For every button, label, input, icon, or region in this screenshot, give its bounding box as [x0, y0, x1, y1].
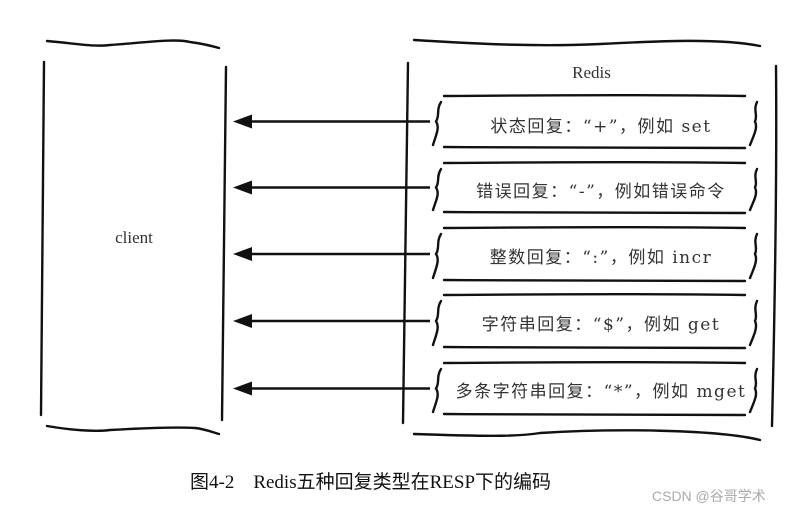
arrow-head-icon: [233, 114, 252, 129]
reply-box-multi-bulk: [431, 361, 759, 417]
left-brace-icon: [431, 232, 443, 280]
client-box: [39, 39, 228, 436]
arrow-head-icon: [233, 381, 252, 396]
arrow-integer: [233, 247, 430, 261]
left-brace-icon: [431, 367, 443, 414]
reply-box-top: [442, 293, 747, 297]
arrow-head-icon: [233, 314, 252, 328]
reply-box-top: [442, 161, 747, 165]
arrow-error: [233, 180, 430, 195]
redis-box-left: [401, 61, 410, 425]
reply-label-error: 错误回复：“-”，例如错误命令: [476, 182, 726, 202]
right-brace-icon: [748, 167, 759, 212]
reply-box-bottom: [442, 145, 747, 150]
redis-box-right: [770, 64, 778, 428]
reply-box-bottom: [442, 210, 747, 215]
reply-label-bulk-string: 字符串回复：“$”，例如 get: [481, 315, 721, 335]
reply-label-status: 状态回复：“+”，例如 set: [490, 117, 712, 137]
redis-box-top: [412, 38, 762, 48]
reply-box-top: [442, 94, 747, 98]
reply-box-top: [442, 226, 747, 230]
reply-box-status: [431, 94, 759, 150]
client-box-top: [45, 39, 221, 50]
reply-box-bottom: [442, 412, 747, 417]
arrow-bulk-string: [233, 314, 430, 328]
reply-box-top: [442, 361, 747, 365]
left-brace-icon: [431, 167, 443, 212]
client-box-left: [39, 60, 46, 417]
client-box-bottom: [45, 424, 221, 436]
redis-label: Redis: [572, 63, 611, 82]
left-brace-icon: [431, 299, 443, 347]
reply-box-integer: [431, 226, 759, 283]
right-brace-icon: [748, 367, 759, 414]
watermark: CSDN @谷哥学术: [652, 488, 766, 504]
reply-label-multi-bulk: 多条字符串回复：“*”，例如 mget: [455, 382, 747, 402]
reply-box-bulk-string: [431, 293, 759, 350]
arrow-multi-bulk: [233, 381, 430, 396]
client-box-right: [220, 65, 228, 422]
right-brace-icon: [748, 299, 759, 347]
arrow-head-icon: [233, 180, 252, 195]
arrow-head-icon: [233, 247, 252, 261]
redis-box: [401, 38, 778, 442]
client-label: client: [115, 228, 153, 247]
figure-caption: 图4-2 Redis五种回复类型在RESP下的编码: [190, 472, 552, 493]
left-brace-icon: [431, 100, 443, 147]
right-brace-icon: [748, 100, 759, 147]
arrow-status: [233, 114, 430, 129]
reply-box-error: [431, 161, 759, 215]
reply-label-integer: 整数回复：“:”，例如 incr: [489, 248, 713, 268]
reply-box-bottom: [442, 278, 747, 283]
redis-box-bottom: [412, 429, 762, 442]
reply-box-bottom: [442, 345, 747, 350]
right-brace-icon: [748, 232, 759, 280]
